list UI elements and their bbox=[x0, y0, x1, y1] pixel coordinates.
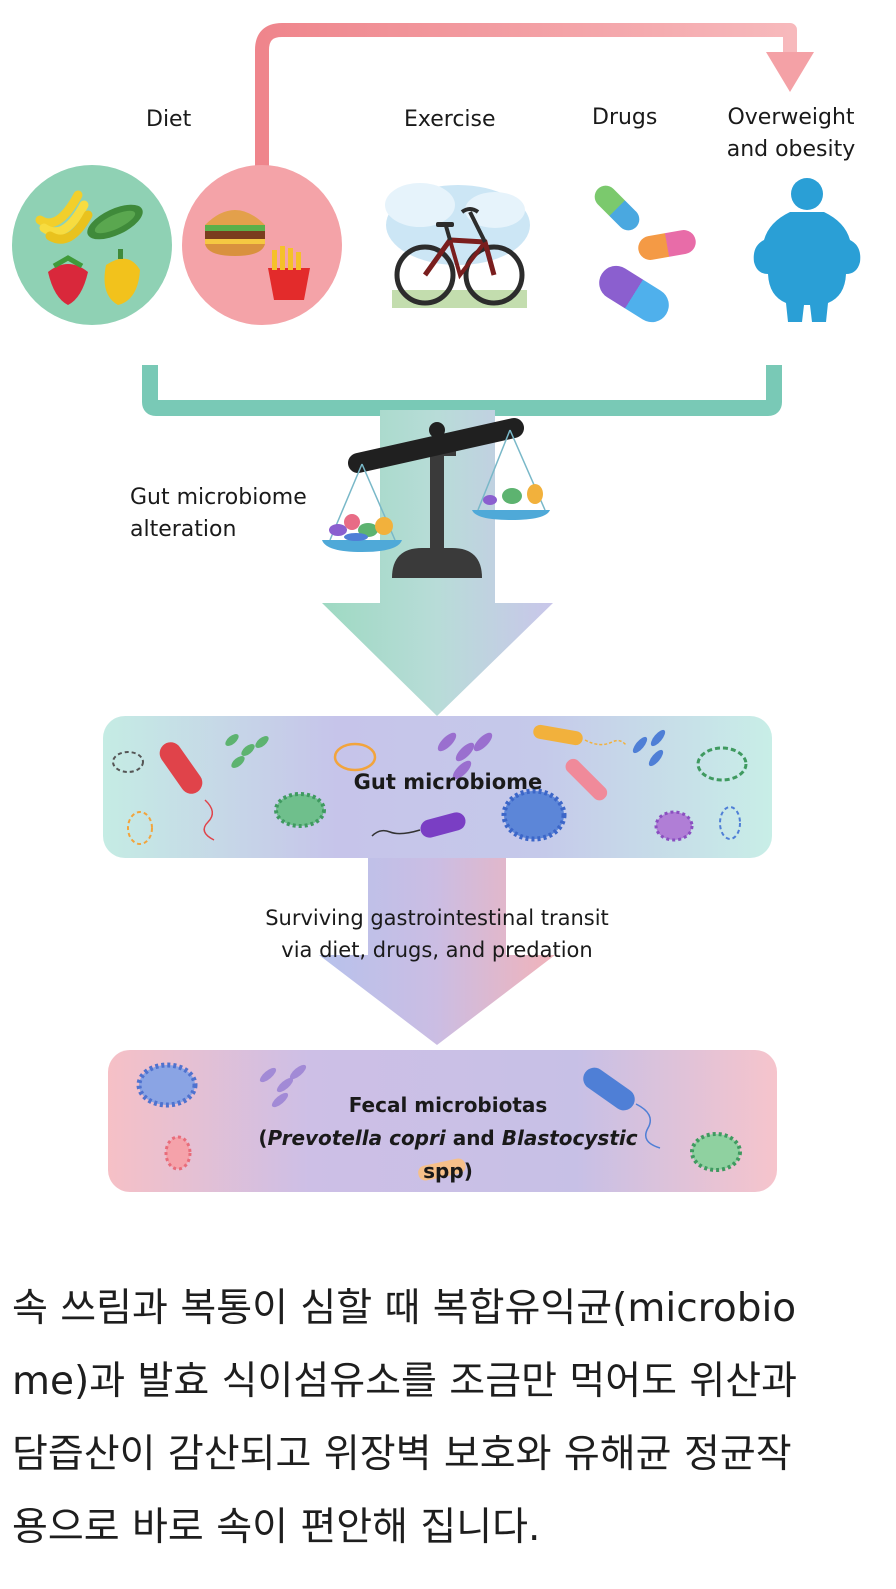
transit-label-line1: Surviving gastrointestinal transit bbox=[265, 906, 609, 930]
feedback-arrow bbox=[255, 23, 814, 178]
gut-microbes bbox=[112, 724, 748, 845]
healthy-food-circle bbox=[12, 165, 172, 325]
transit-label: Surviving gastrointestinal transit via d… bbox=[230, 902, 644, 966]
fecal-microbes bbox=[136, 1062, 742, 1181]
fecal-title-end: spp) bbox=[423, 1159, 473, 1183]
species-prevotella: Prevotella copri bbox=[267, 1126, 446, 1150]
fecal-title-open: ( bbox=[258, 1126, 268, 1150]
junk-food-circle bbox=[182, 165, 342, 325]
bicycle-icon bbox=[385, 183, 530, 308]
caption-line-1: 속 쓰림과 복통이 심할 때 복합유익균(microbio bbox=[12, 1286, 797, 1331]
gut-microbiome-box bbox=[103, 716, 772, 858]
exercise-label: Exercise bbox=[404, 107, 496, 132]
drugs-label: Drugs bbox=[592, 105, 658, 130]
fecal-title-and: and bbox=[445, 1126, 502, 1150]
caption-line-4: 용으로 바로 속이 편안해 집니다. bbox=[12, 1505, 541, 1550]
gut-microbiome-title: Gut microbiome bbox=[353, 770, 543, 794]
alteration-label: Gut microbiome alteration bbox=[130, 482, 340, 546]
alteration-label-line1: Gut microbiome bbox=[130, 485, 307, 510]
caption-text: 속 쓰림과 복통이 심할 때 복합유익균(microbio me)과 발효 식이… bbox=[12, 1272, 884, 1564]
transit-label-line2: via diet, drugs, and predation bbox=[281, 938, 593, 962]
balance-scale-icon bbox=[322, 418, 550, 578]
fecal-title-line1: Fecal microbiotas bbox=[348, 1093, 548, 1117]
overweight-label-line2: and obesity bbox=[726, 137, 856, 162]
fecal-title-line2: (Prevotella copri and Blastocystic spp) bbox=[258, 1126, 637, 1183]
transit-arrow bbox=[319, 858, 555, 1045]
species-blastocystic: Blastocystic bbox=[501, 1126, 638, 1150]
diagram-graphics bbox=[12, 23, 861, 1192]
pills-icon bbox=[594, 185, 696, 323]
diet-label: Diet bbox=[146, 107, 192, 132]
alteration-label-line2: alteration bbox=[130, 517, 237, 542]
caption-line-3: 담즙산이 감산되고 위장벽 보호와 유해균 정균작 bbox=[12, 1432, 792, 1477]
obese-person-icon bbox=[753, 178, 861, 322]
fecal-microbiotas-title: Fecal microbiotas (Prevotella copri and … bbox=[238, 1089, 658, 1188]
caption-line-2: me)과 발효 식이섬유소를 조금만 먹어도 위산과 bbox=[12, 1359, 798, 1404]
overweight-label: Overweight and obesity bbox=[718, 102, 864, 166]
overweight-label-line1: Overweight bbox=[727, 105, 855, 130]
factors-bracket bbox=[142, 365, 782, 416]
